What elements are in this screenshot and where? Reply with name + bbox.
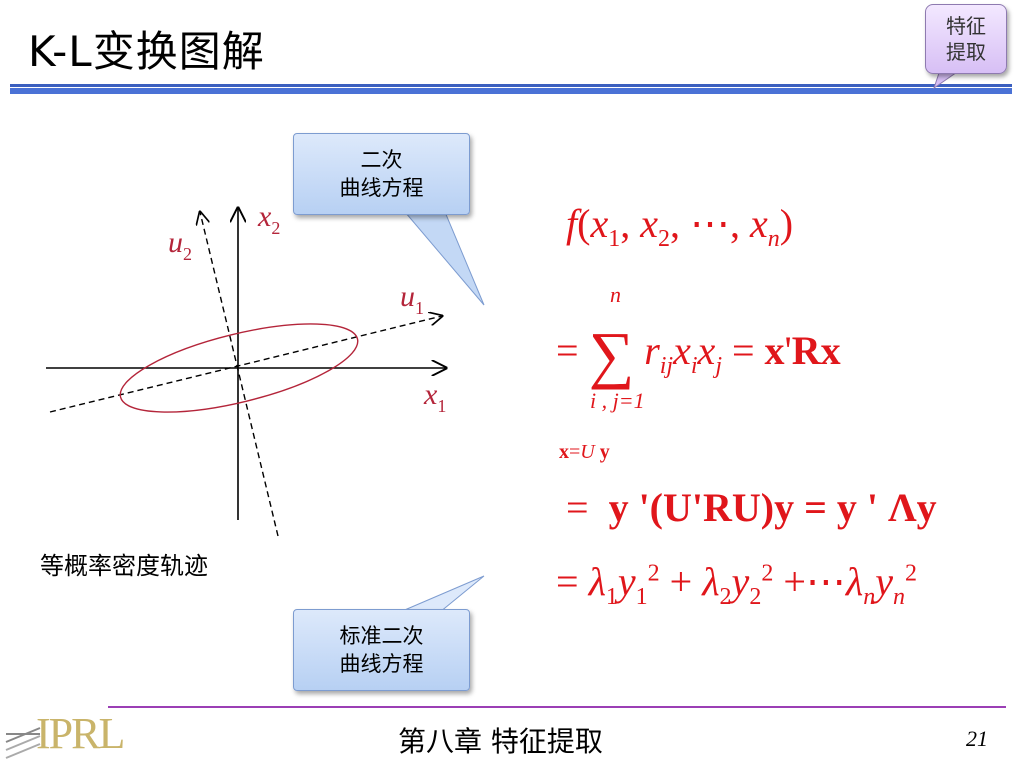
equation-transformed: = y '(U'RU)y = y ' Λy [566,485,937,530]
chapter-tag-badge: 特征 提取 [925,4,1007,74]
x1-label: x1 [423,378,446,416]
x2-label: x2 [257,200,280,238]
callout-quadratic-equation: 二次 曲线方程 [293,133,470,215]
substitution-note: x=U y [559,441,610,463]
u2-label: u2 [168,226,192,264]
equation-sum: = ∑ rijxixj = x'Rx [556,319,841,390]
sum-lower-limit: i , j=1 [590,388,645,413]
title-rule-thick [10,88,1012,94]
footer-rule [108,706,1006,708]
u2-axis [200,212,279,537]
footer-chapter: 第八章 特征提取 [398,725,603,758]
diagram-caption: 等概率密度轨迹 [40,552,208,580]
density-ellipse [119,323,359,413]
lab-logo-mark [5,727,41,759]
title-rule [10,84,1012,87]
slide-title: K-L变换图解 [28,27,265,76]
lab-logo-text: IPRL [36,709,125,758]
equation-f: f(x1, x2, ⋯, xn) [566,201,794,252]
page-number: 21 [966,726,988,751]
equation-standard-form: = λ1y12 + λ2y22 +⋯λnyn2 [556,559,917,610]
u1-label: u1 [400,280,424,318]
callout-standard-quadratic: 标准二次 曲线方程 [293,609,470,691]
u1-axis [49,316,442,413]
sum-upper-limit: n [610,282,621,307]
